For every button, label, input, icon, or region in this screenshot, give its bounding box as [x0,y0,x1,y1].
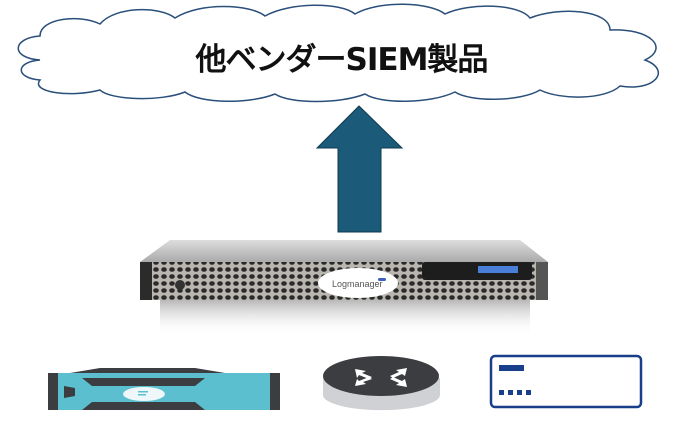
cloud-label: 他ベンダーSIEM製品 [195,42,489,78]
cloud-shape [17,3,659,103]
appliance-brand-logo: Logmanager [332,279,383,289]
logmanager-appliance: Logmanager [140,240,548,336]
router-icon [323,356,440,411]
network-device-icon [489,354,643,409]
upward-arrow [315,105,404,233]
server-icon [48,368,280,410]
